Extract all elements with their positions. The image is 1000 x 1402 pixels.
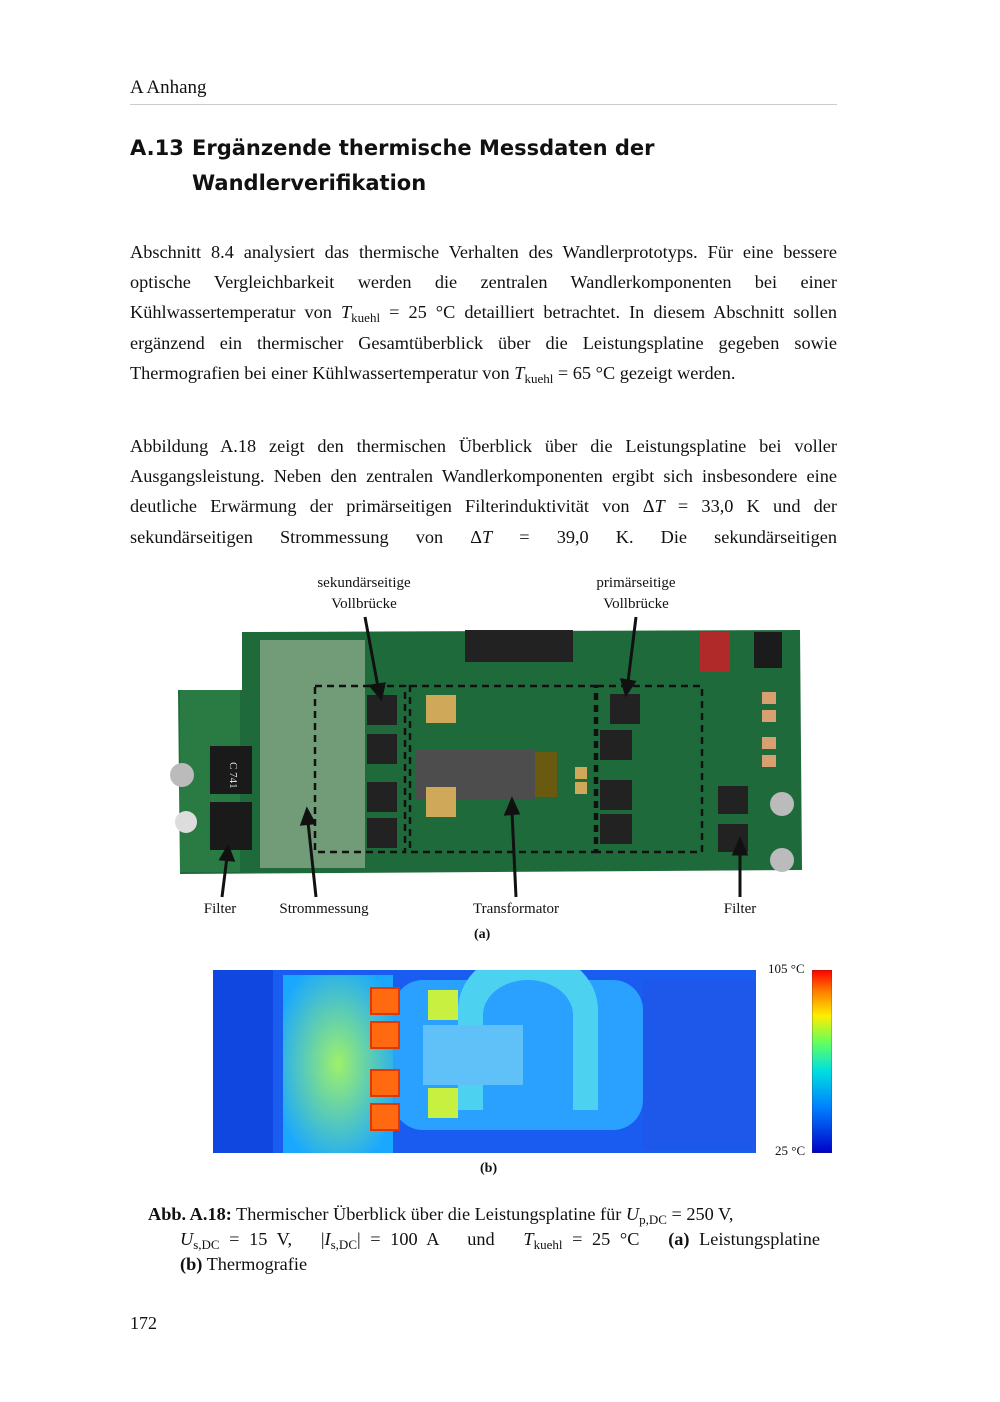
- caption-continuation: Us,DC = 15 V, |Is,DC| = 100 A und Tkuehl…: [148, 1227, 820, 1252]
- section-title-line2: Wandlerverifikation: [192, 171, 427, 195]
- label-filter-left: Filter: [203, 901, 237, 917]
- page-number: 172: [130, 1313, 157, 1333]
- var: T: [523, 1229, 534, 1249]
- var: T: [514, 362, 525, 383]
- section-heading: A.13 Ergänzende thermische Messdaten der: [130, 136, 655, 160]
- text: = 33,0 K und der sekundärseitigen Stromm…: [130, 496, 838, 547]
- sub: kuehl: [533, 1237, 563, 1252]
- var: U: [180, 1229, 194, 1249]
- colorbar: [812, 970, 832, 1153]
- text: = 250 V,: [666, 1204, 734, 1224]
- text: | = 100 A und: [357, 1229, 524, 1249]
- sub: kuehl: [524, 370, 554, 386]
- text: Thermografie: [202, 1254, 308, 1274]
- subfigure-label-a: (a): [474, 927, 491, 942]
- figure-caption: Abb. A.18: Thermischer Überblick über di…: [148, 1202, 820, 1277]
- text: = 25 °C: [562, 1229, 659, 1249]
- var: T: [482, 526, 493, 547]
- text: Thermischer Überblick über die Leistungs…: [231, 1204, 626, 1224]
- label-transformer: Transformator: [472, 901, 560, 917]
- text: = 15 V, |: [219, 1229, 325, 1249]
- sub: s,DC: [193, 1237, 220, 1252]
- section-title-line1: Ergänzende thermische Messdaten der: [192, 136, 655, 160]
- label-filter-right: Filter: [723, 901, 757, 917]
- var: U: [625, 1204, 640, 1224]
- header-rule: [130, 104, 837, 105]
- sub: s,DC: [330, 1237, 357, 1252]
- var: T: [341, 302, 352, 323]
- var: T: [654, 496, 665, 517]
- thermography-image: [213, 970, 756, 1153]
- text: Abbildung A.18 zeigt den thermischen Übe…: [130, 436, 837, 517]
- pcb-photo: C 741: [170, 616, 802, 898]
- caption-sub-b: (b): [180, 1254, 203, 1274]
- caption-sub-a: (a): [668, 1229, 690, 1249]
- text: Leistungsplatine: [689, 1229, 820, 1249]
- text: = 25 °C detailliert betrachtet. In diese…: [130, 302, 837, 383]
- label-line: Vollbrücke: [603, 596, 669, 612]
- var: I: [324, 1229, 331, 1249]
- paragraph-2: Abbildung A.18 zeigt den thermischen Übe…: [130, 431, 837, 552]
- label-line: primärseitige: [596, 575, 676, 591]
- subfigure-label-b: (b): [480, 1161, 498, 1176]
- inductor-marking: C 741: [227, 762, 239, 789]
- sub: p,DC: [639, 1212, 667, 1227]
- section-number: A.13: [130, 136, 184, 160]
- colorbar-max-label: 105 °C: [768, 961, 805, 976]
- text: = 65 °C gezeigt werden.: [553, 362, 736, 383]
- colorbar-min-label: 25 °C: [775, 1143, 806, 1158]
- caption-continuation: (b) Thermografie: [148, 1252, 820, 1277]
- label-current-measurement: Strommessung: [279, 901, 369, 917]
- label-line: sekundärseitige: [317, 575, 411, 591]
- sub: kuehl: [351, 310, 381, 326]
- caption-label: Abb. A.18:: [148, 1204, 232, 1224]
- running-head: A Anhang: [130, 77, 207, 98]
- text: = 39,0 K. Die sekundärseitigen: [492, 526, 837, 547]
- text: Abschnitt 8.4 analysiert das thermische …: [130, 242, 837, 323]
- paragraph-1: Abschnitt 8.4 analysiert das thermische …: [130, 237, 837, 388]
- label-line: Vollbrücke: [331, 596, 397, 612]
